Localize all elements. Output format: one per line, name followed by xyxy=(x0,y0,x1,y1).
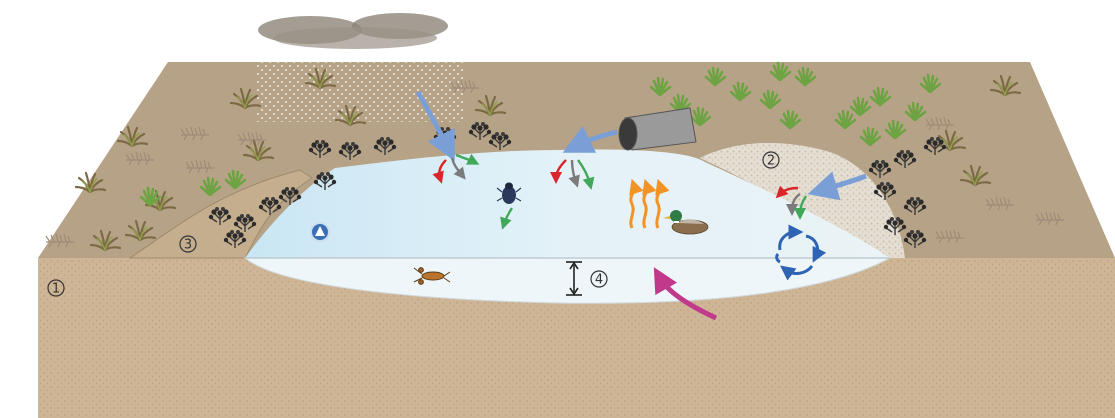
svg-text:2: 2 xyxy=(767,154,775,169)
rain-cloud-icon xyxy=(255,13,465,122)
water-drop-icon xyxy=(311,223,329,241)
svg-text:1: 1 xyxy=(52,282,60,297)
svg-text:4: 4 xyxy=(595,273,603,288)
svg-text:3: 3 xyxy=(184,238,192,253)
